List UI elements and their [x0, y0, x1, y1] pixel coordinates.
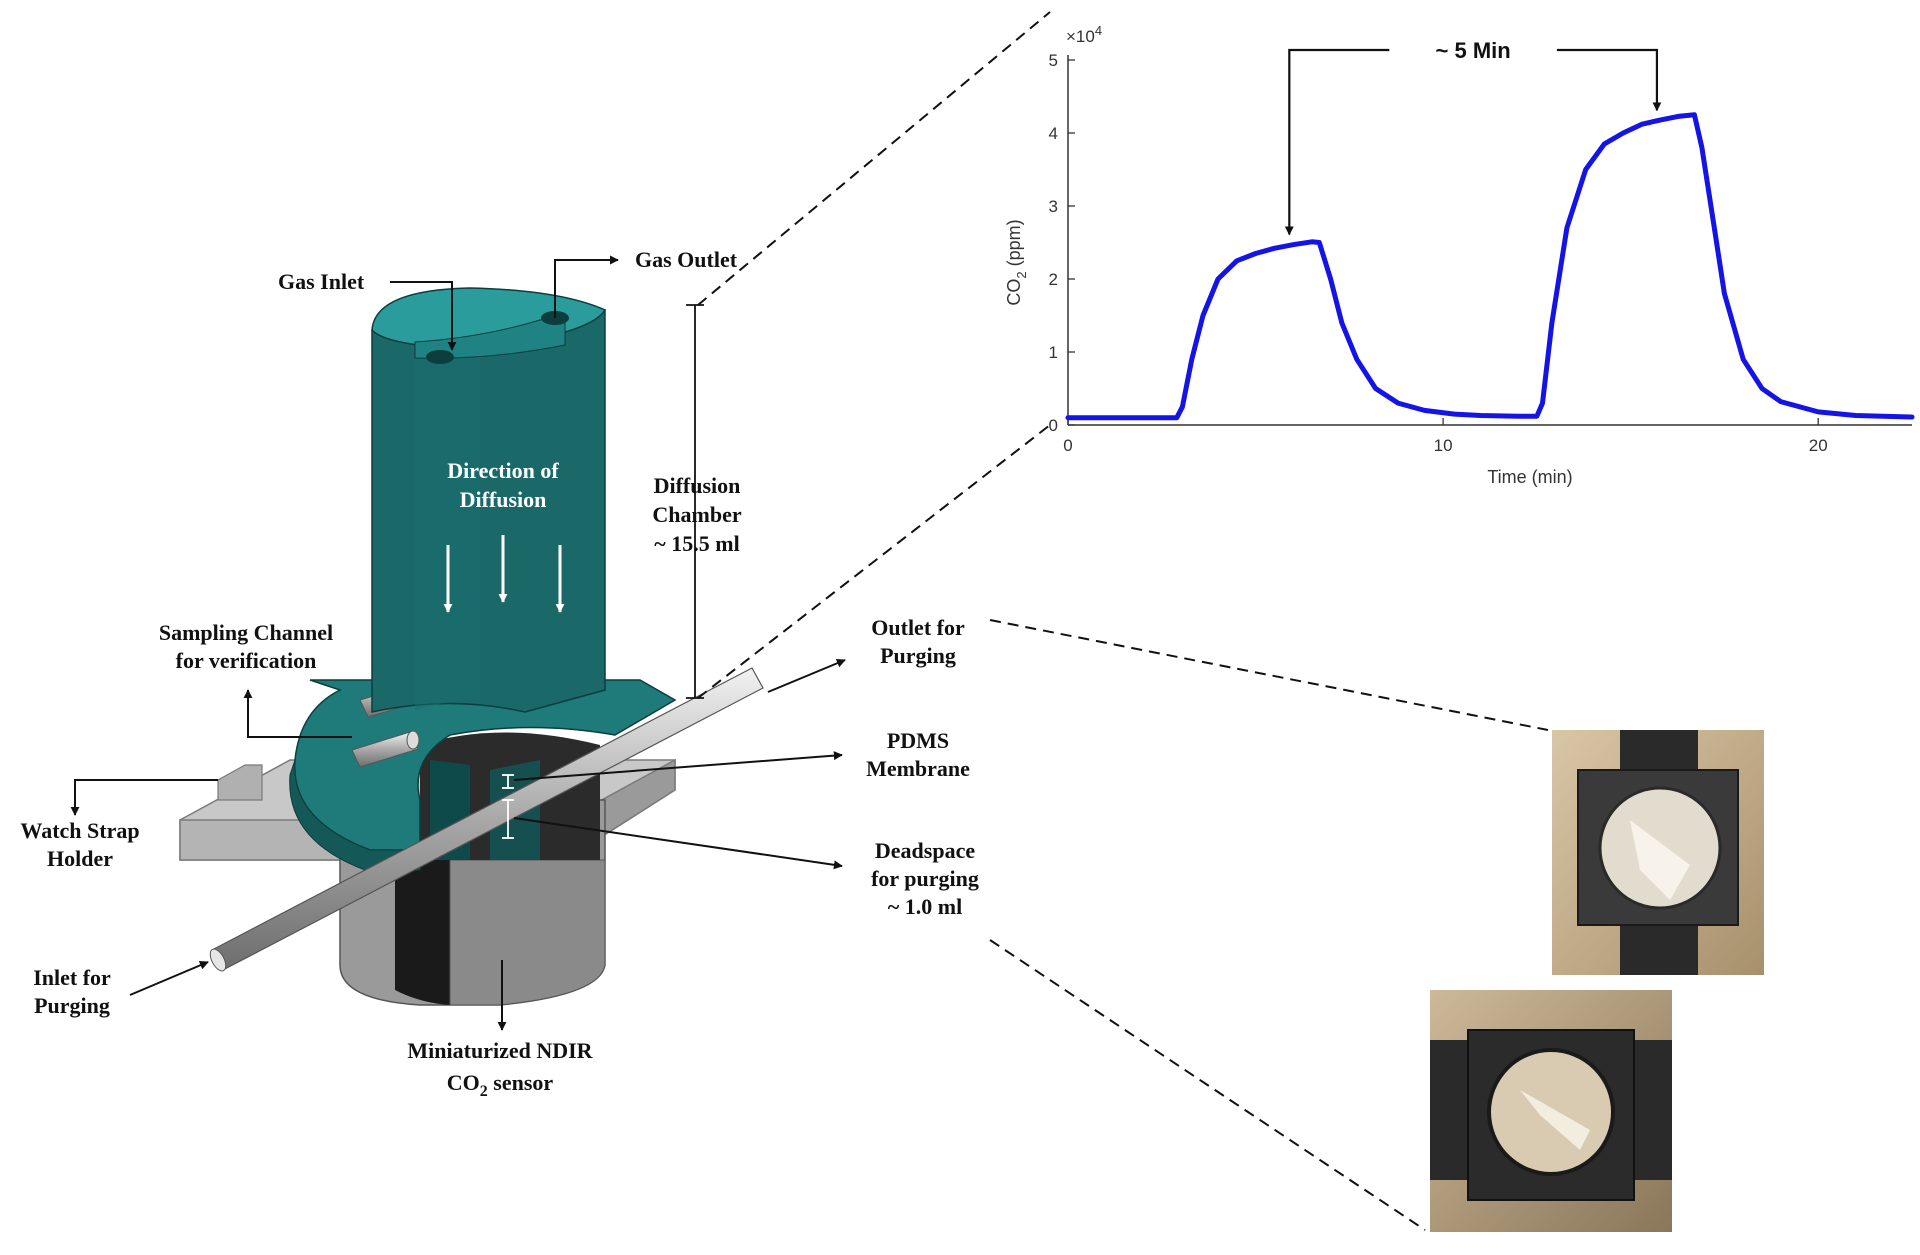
device-photo-bottom [1430, 990, 1672, 1232]
inlet-purging-label-2: Purging [34, 993, 110, 1018]
strap-label-2: Holder [47, 846, 113, 871]
x-axis-label: Time (min) [1487, 467, 1572, 487]
gas-inlet-arrow [390, 281, 457, 351]
diffusion-chamber-tower [371, 287, 607, 713]
chamber-label-1: Diffusion [654, 473, 741, 498]
y-tick-label: 1 [1049, 343, 1058, 362]
gas-outlet-arrow [554, 255, 619, 318]
pdms-label-2: Membrane [866, 756, 970, 781]
sampling-label-1: Sampling Channel [159, 620, 333, 645]
deadspace-arrow [513, 817, 843, 870]
deadspace-label-1: Deadspace [875, 838, 975, 863]
label-arrows [70, 255, 846, 1031]
x-tick-label: 10 [1434, 436, 1453, 455]
co2-chart: 0 10 20 0 1 2 3 4 5 ×104 Time (min) CO2 (ppm) ~… [1004, 23, 1915, 487]
deadspace-label-2: for purging [871, 866, 979, 891]
y-tick-label: 4 [1049, 124, 1058, 143]
teal-flange [289, 679, 677, 871]
outlet-label-1: Outlet for [871, 615, 965, 640]
gas-outlet-label: Gas Outlet [635, 247, 738, 272]
sampling-label-2: for verification [176, 648, 317, 673]
membrane-dimension [502, 774, 514, 839]
y-ticks: 0 1 2 3 4 5 [1049, 51, 1075, 435]
direction-label-1: Direction of [447, 458, 559, 483]
strap-label-1: Watch Strap [20, 818, 139, 843]
outlet-purging-arrow [767, 658, 846, 693]
x-tick-label: 0 [1063, 436, 1072, 455]
sensor-label-2: CO2 sensor [447, 1070, 554, 1100]
outlet-label-2: Purging [880, 643, 956, 668]
gas-inlet-label: Gas Inlet [278, 269, 365, 294]
y-axis-label: CO2 (ppm) [1004, 219, 1029, 305]
diffusion-chamber-dimension [686, 304, 704, 699]
sensor-label-1: Miniaturized NDIR [407, 1038, 593, 1063]
y-exponent-label: ×104 [1066, 23, 1102, 46]
purging-tube [209, 667, 764, 972]
inlet-purging-label-1: Inlet for [33, 965, 111, 990]
sampling-channel-arrow [243, 689, 352, 738]
chamber-label-3: ~ 15.5 ml [654, 531, 739, 556]
zoom-dashed-lines [697, 11, 1549, 1231]
co2-series-line [1065, 112, 1915, 421]
five-minute-bracket [1284, 48, 1662, 236]
pdms-arrow [513, 751, 843, 781]
y-tick-label: 2 [1049, 270, 1058, 289]
x-ticks: 0 10 20 [1063, 418, 1828, 455]
y-tick-label: 0 [1049, 416, 1058, 435]
y-tick-label: 5 [1049, 51, 1058, 70]
x-tick-label: 20 [1809, 436, 1828, 455]
device-photo-top [1552, 730, 1764, 975]
deadspace-label-3: ~ 1.0 ml [888, 894, 962, 919]
pdms-label-1: PDMS [887, 728, 949, 753]
direction-label-2: Diffusion [460, 487, 547, 512]
chamber-label-2: Chamber [652, 502, 741, 527]
five-minute-annotation: ~ 5 Min [1436, 38, 1511, 63]
text-labels: Gas Inlet Gas Outlet Direction of Diffus… [20, 247, 978, 1100]
watch-strap-arrow [70, 779, 218, 816]
inlet-purging-arrow [129, 961, 209, 996]
device-illustration [179, 287, 764, 1006]
y-tick-label: 3 [1049, 197, 1058, 216]
